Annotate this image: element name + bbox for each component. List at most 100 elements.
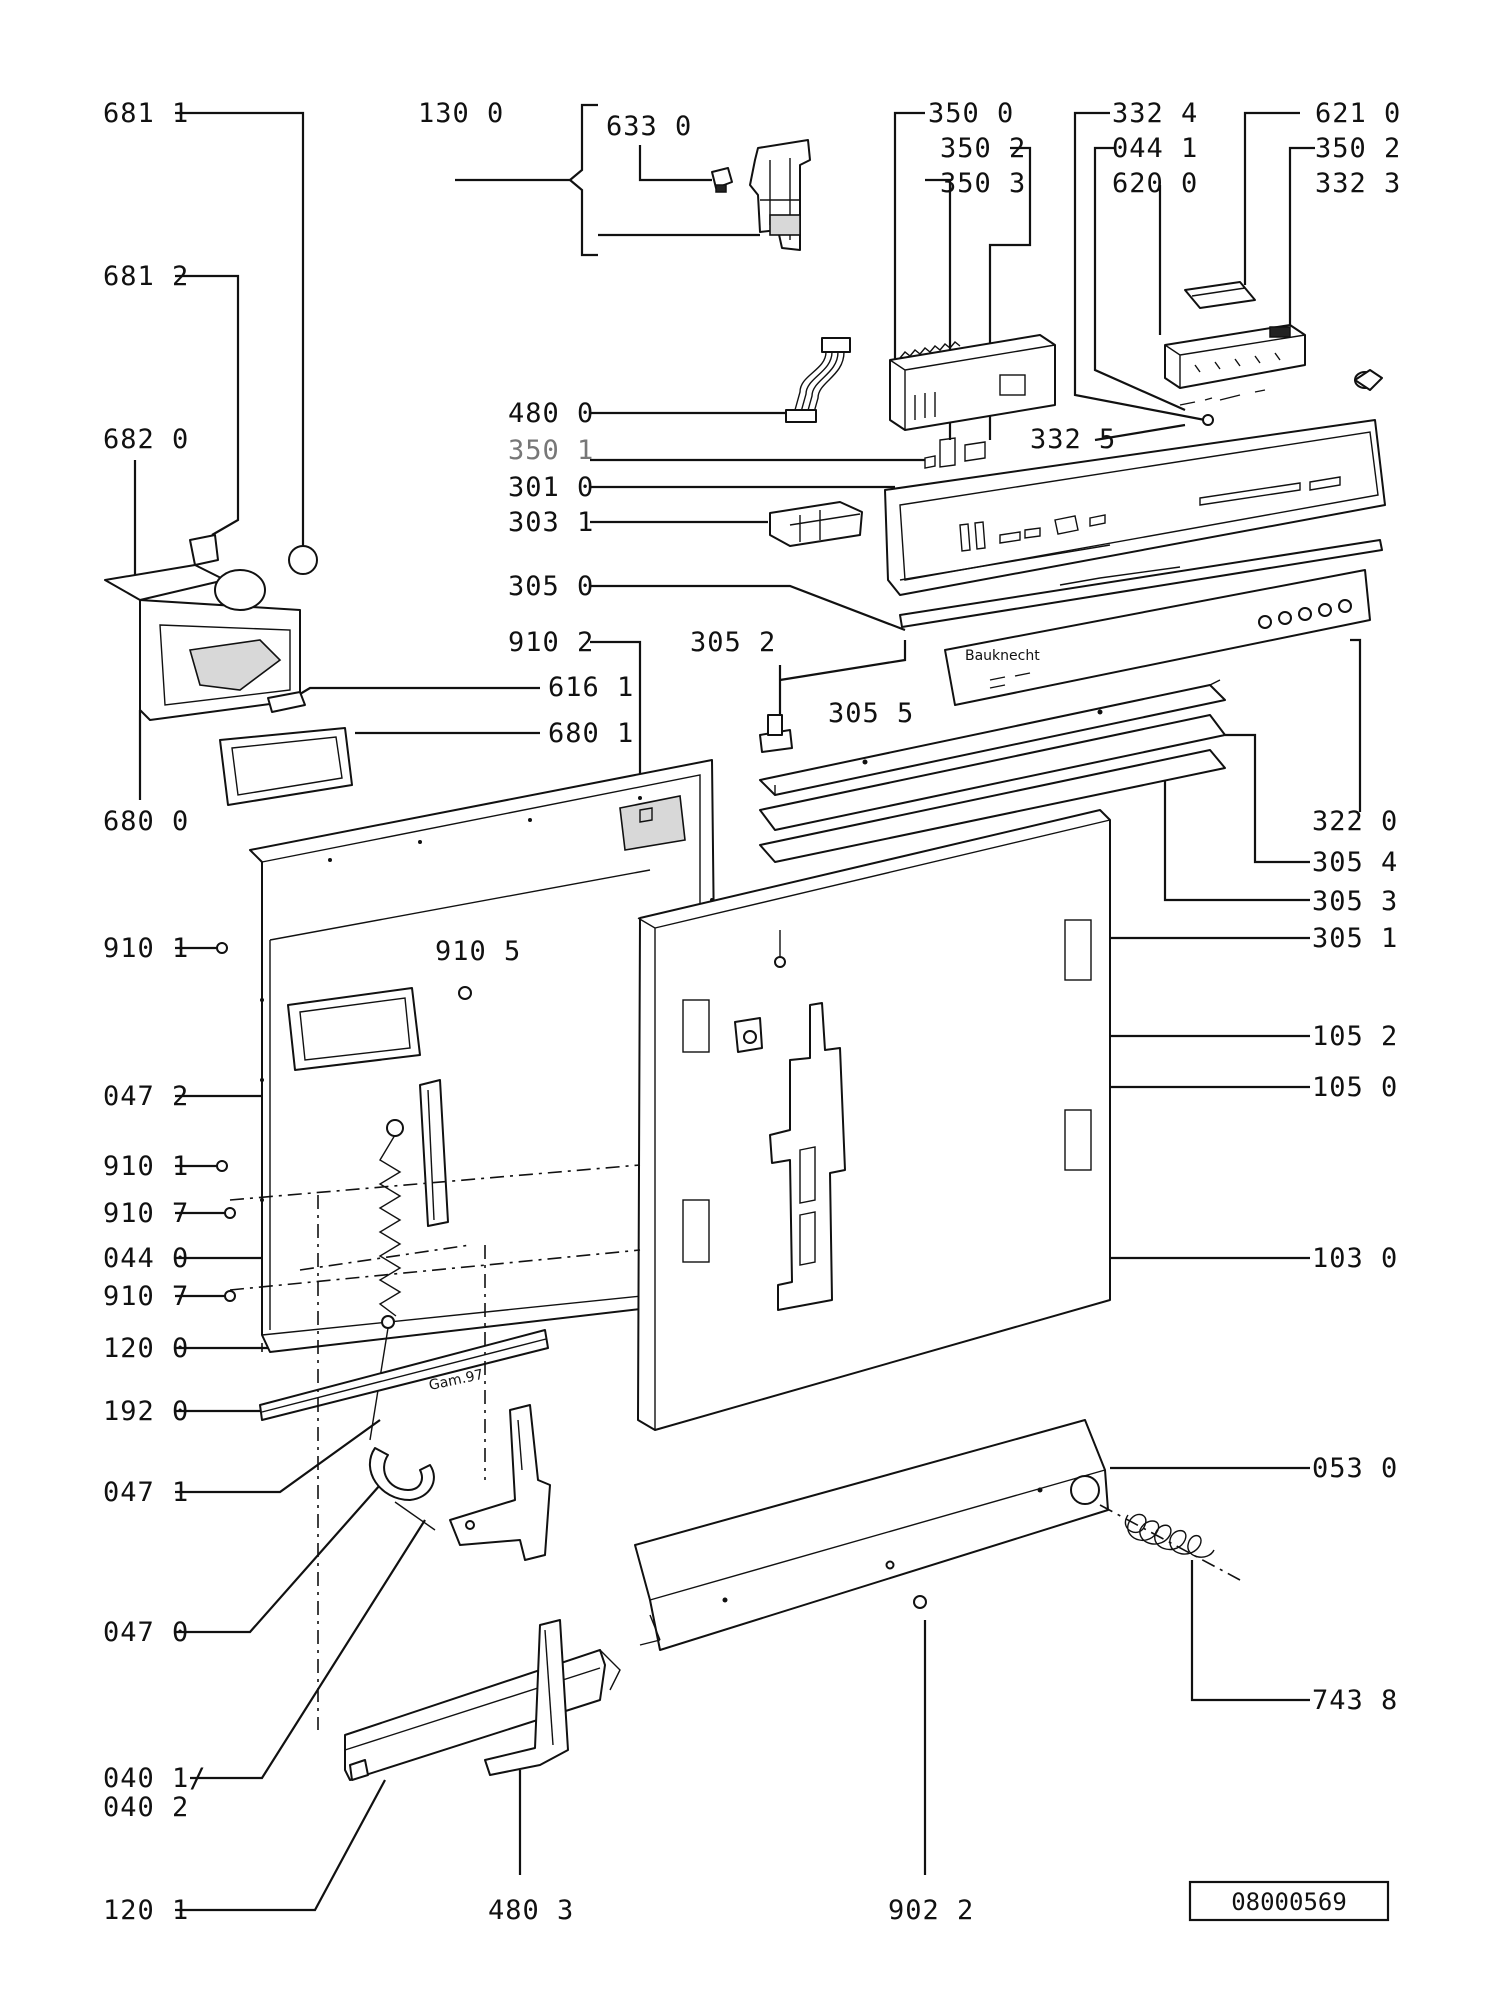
- label-633-0: 633 0: [606, 111, 692, 142]
- reference-number: 08000569: [1231, 1888, 1347, 1916]
- label-681-1: 681 1: [103, 98, 189, 129]
- label-303-1: 303 1: [508, 507, 594, 538]
- dispenser-window: [287, 986, 472, 1071]
- leader-350-0: [893, 111, 925, 360]
- label-305-0: 305 0: [508, 571, 594, 602]
- label-910-1-a: 910 1: [103, 933, 189, 964]
- leader-305-0: [590, 584, 906, 632]
- bottom-rail-053-0: [634, 1419, 1109, 1651]
- trim-strip-305-0: [899, 539, 1383, 628]
- label-105-0: 105 0: [1312, 1072, 1398, 1103]
- knob-332-3: [1354, 369, 1383, 391]
- label-047-1: 047 1: [103, 1477, 189, 1508]
- latch-plate-105: [734, 930, 846, 1311]
- label-301-0: 301 0: [508, 472, 594, 503]
- part-labels: 681 1 130 0 633 0 350 0 350 2 350 3 332 …: [103, 98, 1401, 1926]
- label-305-2: 305 2: [690, 627, 776, 658]
- label-305-3: 305 3: [1312, 886, 1398, 917]
- label-103-0: 103 0: [1312, 1243, 1398, 1274]
- label-053-0: 053 0: [1312, 1453, 1398, 1484]
- spring-743-8: [1099, 1504, 1241, 1581]
- label-350-0: 350 0: [928, 98, 1014, 129]
- label-910-7-b: 910 7: [103, 1281, 189, 1312]
- seal-strip-192-0: Gam.97: [259, 1329, 549, 1421]
- label-305-4: 305 4: [1312, 847, 1398, 878]
- label-902-2: 902 2: [888, 1895, 974, 1926]
- toe-kick-120-1: [344, 1649, 621, 1781]
- label-332-4: 332 4: [1112, 98, 1198, 129]
- label-480-0: 480 0: [508, 398, 594, 429]
- label-040-2: 040 2: [103, 1792, 189, 1823]
- leader-681-2: [175, 274, 240, 536]
- label-192-0: 192 0: [103, 1396, 189, 1427]
- label-910-2: 910 2: [508, 627, 594, 658]
- label-350-2-a: 350 2: [940, 133, 1026, 164]
- leader-743-8: [1190, 1560, 1310, 1702]
- label-044-0: 044 0: [103, 1243, 189, 1274]
- screws-910: [216, 942, 236, 1302]
- label-910-7-a: 910 7: [103, 1198, 189, 1229]
- switch-621-0: [1184, 281, 1256, 309]
- leader-040-1: [190, 1519, 426, 1780]
- label-621-0: 621 0: [1315, 98, 1401, 129]
- leader-305-2b: [779, 640, 907, 682]
- bracket-130-0: [568, 103, 598, 257]
- label-682-0: 682 0: [103, 424, 189, 455]
- part-303-1: [769, 501, 863, 547]
- label-332-3: 332 3: [1315, 168, 1401, 199]
- small-parts-332-4: [1179, 389, 1266, 426]
- label-305-1: 305 1: [1312, 923, 1398, 954]
- leader-621-0: [1243, 111, 1300, 285]
- front-panel-322-0: Bauknecht: [944, 569, 1371, 706]
- gasket-680-1: [219, 727, 353, 806]
- label-681-2: 681 2: [103, 261, 189, 292]
- label-480-3: 480 3: [488, 1895, 574, 1926]
- label-616-1: 616 1: [548, 672, 634, 703]
- bracket-480-3: [484, 1619, 569, 1776]
- label-120-0: 120 0: [103, 1333, 189, 1364]
- leader-910-2: [590, 640, 642, 820]
- leader-305-4: [1225, 733, 1310, 864]
- reference-box: 08000569: [1188, 1880, 1390, 1922]
- leader-350-2-b: [1288, 146, 1315, 350]
- label-040-1: 040 1/: [103, 1763, 207, 1794]
- leader-305-3: [1163, 775, 1310, 902]
- label-047-0: 047 0: [103, 1617, 189, 1648]
- lock-mechanism-130-0: [711, 139, 811, 251]
- label-130-0: 130 0: [418, 98, 504, 129]
- label-910-5: 910 5: [435, 936, 521, 967]
- panel-brand: Bauknecht: [965, 648, 1040, 664]
- screw-902-2: [913, 1595, 927, 1609]
- leader-332-4: [1073, 111, 1206, 422]
- leader-633-0: [638, 145, 712, 182]
- leader-044-1: [1093, 146, 1186, 412]
- hinge-lever-047: [369, 1447, 436, 1531]
- inner-door-120-0: [249, 759, 719, 1353]
- dispenser-682-0: [104, 534, 318, 721]
- trim-rails-305: [759, 679, 1226, 863]
- label-680-1: 680 1: [548, 718, 634, 749]
- label-322-0: 322 0: [1312, 806, 1398, 837]
- label-350-3: 350 3: [940, 168, 1026, 199]
- outer-door-103-0: [637, 809, 1111, 1431]
- leader-322-0: [1350, 638, 1362, 812]
- wiring-harness-480-0: [785, 337, 851, 423]
- parts: Bauknecht: [104, 139, 1386, 1781]
- control-panel-301-0: [884, 419, 1386, 596]
- label-350-1: 350 1: [508, 435, 594, 466]
- leader-120-1: [175, 1779, 386, 1912]
- label-350-2-b: 350 2: [1315, 133, 1401, 164]
- connectors-350-1-350-3: [924, 437, 986, 469]
- leader-047-0: [175, 1484, 381, 1634]
- label-105-2: 105 2: [1312, 1021, 1398, 1052]
- label-047-2: 047 2: [103, 1081, 189, 1112]
- label-910-1-b: 910 1: [103, 1151, 189, 1182]
- label-620-0: 620 0: [1112, 168, 1198, 199]
- switch-module-620-0: [1164, 324, 1306, 389]
- label-305-5: 305 5: [828, 698, 914, 729]
- label-120-1: 120 1: [103, 1895, 189, 1926]
- label-743-8: 743 8: [1312, 1685, 1398, 1716]
- label-044-1: 044 1: [1112, 133, 1198, 164]
- bracket-305-2: [759, 714, 793, 753]
- assembly-lines: [229, 1164, 641, 1730]
